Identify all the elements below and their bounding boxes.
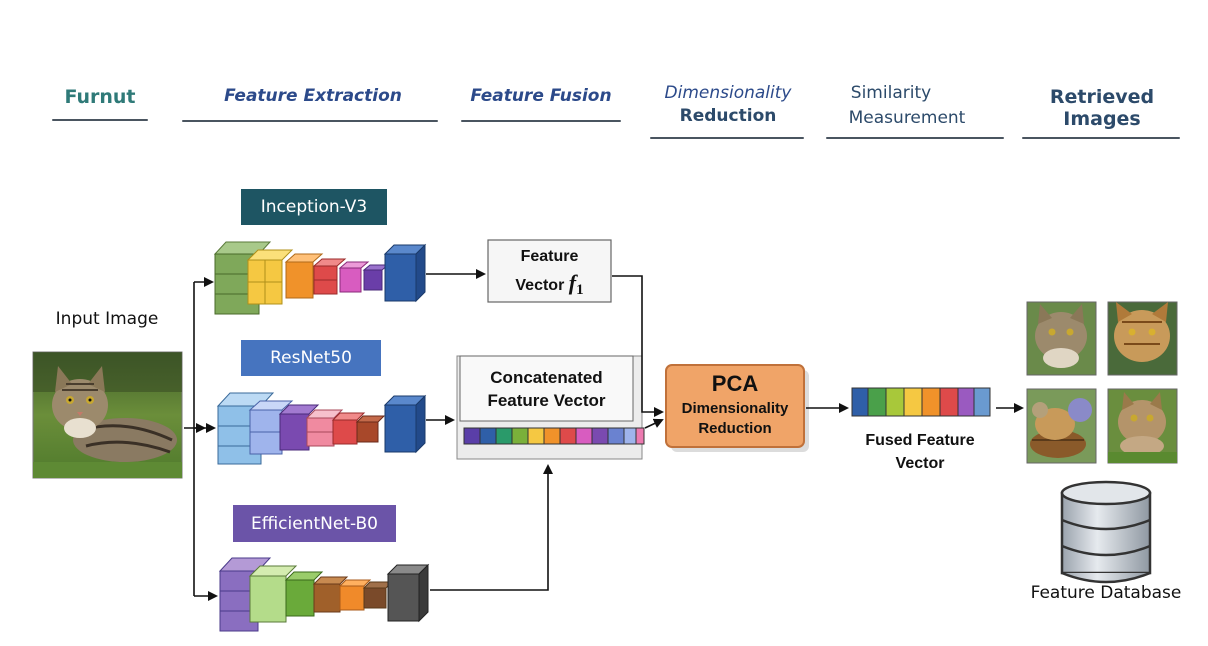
header-feature-fusion-underline [461,120,621,122]
feature-vector-subscript: 1 [576,282,584,299]
header-feature-fusion: Feature Fusion [470,86,612,106]
header-feature-extraction: Feature Extraction [224,86,402,106]
feature-vector-word: Vector [515,277,565,294]
efficientnet-b0-label: EfficientNet-B0 [233,505,396,542]
header-furnut-underline [52,119,148,121]
pca-line1: Dimensionality [681,400,789,417]
resnet-network-blocks [216,392,427,465]
header-dimensionality: Dimensionality [664,83,792,103]
header-similarity: Similarity [850,83,932,103]
header-retrieved-underline [1022,137,1180,139]
header-similarity-underline [826,137,1004,139]
header-feature-extraction-underline [182,120,438,122]
header-dimensionality-underline [650,137,804,139]
fused-line1: Fused Feature [865,432,975,449]
header-retrieved-images: Retrieved Images [1049,86,1155,130]
inception-v3-label: Inception-V3 [241,189,387,225]
feature-vector-line1: Feature [520,248,579,265]
feature-vector-box [487,239,612,303]
retrieved-image-1 [1026,301,1097,376]
retrieved-image-4 [1107,388,1178,464]
header-reduction: Reduction [679,106,777,126]
fused-line2: Vector [895,455,945,472]
feature-vector-line2: Vector f1 [488,270,611,299]
concat-line2: Feature Vector [487,391,606,410]
header-furnut: Furnut [64,86,136,108]
concat-line1: Concatenated [490,368,603,387]
fused-vector-bar [851,387,991,417]
connector-arrows [184,269,1024,601]
input-cat-image [32,351,183,479]
feature-vector-symbol: f [568,270,577,295]
input-image-label: Input Image [55,309,159,329]
concat-inner-box [459,355,634,422]
retrieved-image-3 [1026,388,1097,464]
header-measurement: Measurement [848,108,966,128]
pca-line2: Reduction [698,420,772,437]
pca-title: PCA [711,371,759,396]
pca-box [665,364,805,448]
feature-database-label: Feature Database [1030,583,1182,603]
retrieved-image-2 [1107,301,1178,376]
efficientnet-network-blocks [218,557,430,632]
resnet50-label: ResNet50 [241,340,381,376]
database-icon [1060,480,1152,584]
concatenated-vector-bar [463,427,645,445]
inception-network-blocks [213,241,427,315]
